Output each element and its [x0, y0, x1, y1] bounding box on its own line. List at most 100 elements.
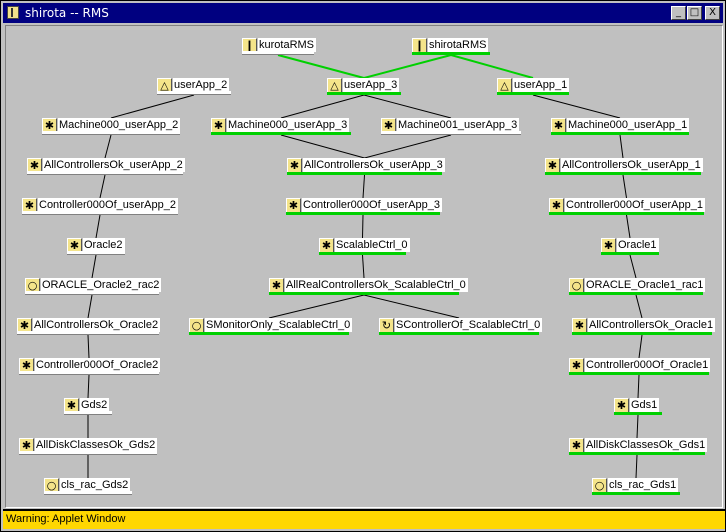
app-icon	[7, 6, 19, 19]
node-label: SMonitorOnly_ScalableCtrl_0	[205, 318, 353, 332]
status-bar: Warning: Applet Window	[3, 509, 725, 529]
node-label: ORACLE_Oracle2_rac2	[41, 278, 162, 292]
node-cls2[interactable]: ○cls_rac_Gds2	[44, 478, 132, 495]
node-state-bar	[381, 131, 521, 135]
node-sctl[interactable]: ↻SControllerOf_ScalableCtrl_0	[379, 318, 543, 335]
maximize-button[interactable]: □	[687, 6, 702, 20]
node-label: Oracle2	[83, 238, 125, 252]
node-state-bar	[569, 452, 705, 455]
edge-ac1-c1	[622, 174, 627, 199]
circle-icon: ○	[569, 278, 584, 293]
node-g1[interactable]: ✱Gds1	[614, 398, 662, 415]
edge-adc1-cls1	[635, 454, 638, 479]
edge-aco1-co1	[638, 334, 643, 359]
node-m2[interactable]: ✱Machine000_userApp_2	[42, 118, 181, 135]
node-c1[interactable]: ✱Controller000Of_userApp_1	[549, 198, 705, 215]
minimize-button[interactable]: _	[671, 6, 686, 20]
node-state-bar	[545, 172, 701, 175]
node-label: Controller000Of_userApp_1	[565, 198, 705, 212]
node-label: AllDiskClassesOk_Gds2	[35, 438, 158, 452]
node-state-bar	[569, 292, 703, 295]
node-label: Gds2	[80, 398, 110, 412]
edge-c3-sc	[362, 214, 364, 239]
asterisk-icon: ✱	[569, 358, 584, 373]
controller-icon: ↻	[379, 318, 394, 333]
close-button[interactable]: X	[705, 6, 720, 20]
node-state-bar	[592, 492, 680, 495]
asterisk-icon: ✱	[545, 158, 560, 173]
window-title: shirota -- RMS	[25, 6, 109, 20]
node-label: AllControllersOk_userApp_2	[43, 158, 185, 172]
node-state-bar	[601, 252, 659, 255]
node-userApp_1[interactable]: △userApp_1	[497, 78, 570, 95]
asterisk-icon: ✱	[569, 438, 584, 453]
node-label: AllControllersOk_userApp_3	[303, 158, 445, 172]
node-shirotaRMS[interactable]: ❙shirotaRMS	[412, 38, 490, 55]
node-state-bar	[412, 52, 490, 55]
circle-icon: ○	[189, 318, 204, 333]
node-userApp_2[interactable]: △userApp_2	[157, 78, 231, 95]
node-label: AllControllersOk_Oracle1	[588, 318, 716, 332]
node-or2[interactable]: ○ORACLE_Oracle2_rac2	[25, 278, 162, 295]
asterisk-icon: ✱	[211, 118, 226, 133]
node-adc1[interactable]: ✱AllDiskClassesOk_Gds1	[569, 438, 708, 455]
node-co1[interactable]: ✱Controller000Of_Oracle1	[569, 358, 711, 375]
node-state-bar	[42, 131, 180, 135]
node-cls1[interactable]: ○cls_rac_Gds1	[592, 478, 680, 495]
node-state-bar	[22, 211, 178, 215]
node-label: ScalableCtrl_0	[335, 238, 410, 252]
title-bar[interactable]: shirota -- RMS _ □ X	[3, 3, 723, 23]
node-label: cls_rac_Gds1	[608, 478, 679, 492]
node-m3b[interactable]: ✱Machine001_userApp_3	[381, 118, 521, 135]
asterisk-icon: ✱	[614, 398, 629, 413]
edge-c1-o1	[626, 214, 631, 239]
node-adc2[interactable]: ✱AllDiskClassesOk_Gds2	[19, 438, 158, 455]
node-sc[interactable]: ✱ScalableCtrl_0	[319, 238, 410, 255]
node-ac1[interactable]: ✱AllControllersOk_userApp_1	[545, 158, 703, 175]
node-label: Machine001_userApp_3	[397, 118, 520, 132]
node-g2[interactable]: ✱Gds2	[64, 398, 112, 415]
edge-m1-ac1	[619, 134, 624, 159]
node-kurotaRMS[interactable]: ❙kurotaRMS	[242, 38, 317, 55]
node-state-bar	[319, 252, 406, 255]
node-c2[interactable]: ✱Controller000Of_userApp_2	[22, 198, 178, 215]
asterisk-icon: ✱	[287, 158, 302, 173]
node-c3[interactable]: ✱Controller000Of_userApp_3	[286, 198, 442, 215]
node-state-bar	[287, 172, 442, 175]
circle-icon: ○	[592, 478, 607, 493]
node-aco2[interactable]: ✱AllControllersOk_Oracle2	[17, 318, 161, 335]
node-state-bar	[211, 132, 351, 135]
node-m3a[interactable]: ✱Machine000_userApp_3	[211, 118, 351, 135]
rms-graph-canvas[interactable]: ❙kurotaRMS ❙shirotaRMS △userApp_2 △userApp_…	[5, 25, 723, 508]
node-state-bar	[286, 212, 440, 215]
node-label: AllDiskClassesOk_Gds1	[585, 438, 708, 452]
node-o2[interactable]: ✱Oracle2	[67, 238, 125, 255]
node-state-bar	[17, 331, 159, 335]
node-label: Gds1	[630, 398, 660, 412]
asterisk-icon: ✱	[286, 198, 301, 213]
node-state-bar	[572, 332, 712, 335]
node-m1[interactable]: ✱Machine000_userApp_1	[551, 118, 690, 135]
node-state-bar	[27, 171, 183, 175]
node-label: Machine000_userApp_2	[58, 118, 181, 132]
edge-sc-arc	[362, 254, 365, 279]
node-aco1[interactable]: ✱AllControllersOk_Oracle1	[572, 318, 716, 335]
node-arc[interactable]: ✱AllRealControllersOk_ScalableCtrl_0	[269, 278, 468, 295]
node-o1[interactable]: ✱Oracle1	[601, 238, 659, 255]
node-state-bar	[614, 412, 662, 415]
node-or1[interactable]: ○ORACLE_Oracle1_rac1	[569, 278, 706, 295]
edge-userApp_3-m3b	[363, 94, 452, 119]
node-state-bar	[497, 92, 569, 95]
node-label: AllControllersOk_Oracle2	[33, 318, 161, 332]
node-state-bar	[551, 132, 689, 135]
node-co2[interactable]: ✱Controller000Of_Oracle2	[19, 358, 161, 375]
edge-userApp_2-m2	[110, 94, 195, 119]
node-state-bar	[379, 332, 539, 335]
node-smon[interactable]: ○SMonitorOnly_ScalableCtrl_0	[189, 318, 353, 335]
asterisk-icon: ✱	[572, 318, 587, 333]
node-ac3[interactable]: ✱AllControllersOk_userApp_3	[287, 158, 445, 175]
node-userApp_3[interactable]: △userApp_3	[327, 78, 401, 95]
edge-kurotaRMS-userApp_3	[277, 54, 365, 79]
node-ac2[interactable]: ✱AllControllersOk_userApp_2	[27, 158, 185, 175]
node-label: Controller000Of_userApp_2	[38, 198, 178, 212]
